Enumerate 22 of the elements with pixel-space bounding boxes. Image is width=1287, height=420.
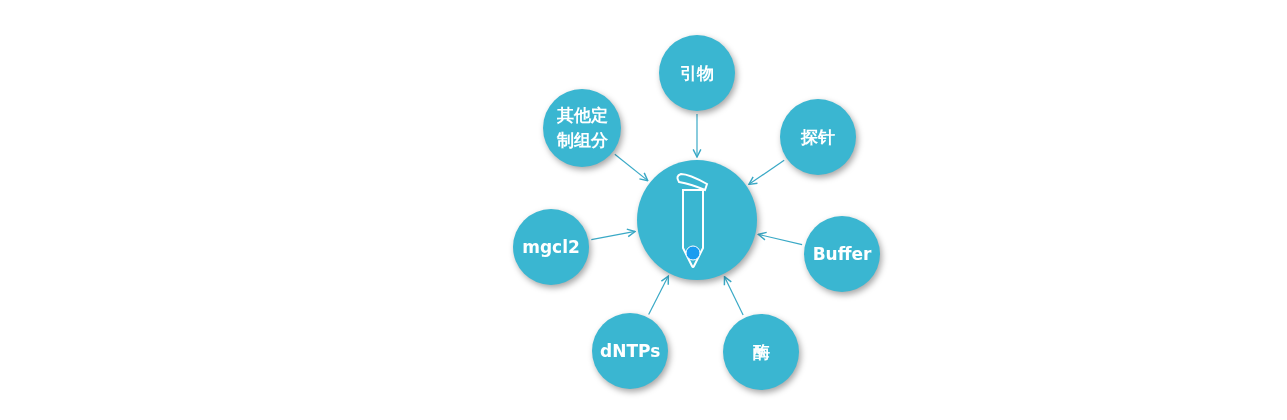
- circle-node: [780, 99, 856, 175]
- node-label: Buffer: [812, 242, 872, 266]
- node-label: 其他定制组分: [555, 104, 609, 152]
- node-label: mgcl2: [521, 235, 581, 259]
- circle-node: [543, 89, 621, 167]
- arrow: [648, 275, 670, 316]
- circle-node: [592, 313, 668, 389]
- arrow: [614, 153, 649, 182]
- circle-node: [804, 216, 880, 292]
- node-label: 探针: [801, 125, 835, 149]
- node-label: dNTPs: [600, 339, 660, 363]
- circle-node: [659, 35, 735, 111]
- arrow: [723, 275, 744, 316]
- node-label: 酶: [752, 340, 770, 364]
- arrow: [748, 159, 785, 186]
- circle-node: [723, 314, 799, 390]
- circle-node: [637, 160, 757, 280]
- node-label: 引物: [680, 61, 714, 85]
- arrow: [590, 228, 636, 241]
- arrow: [692, 113, 702, 158]
- circle-node: [513, 209, 589, 285]
- arrow: [757, 231, 803, 246]
